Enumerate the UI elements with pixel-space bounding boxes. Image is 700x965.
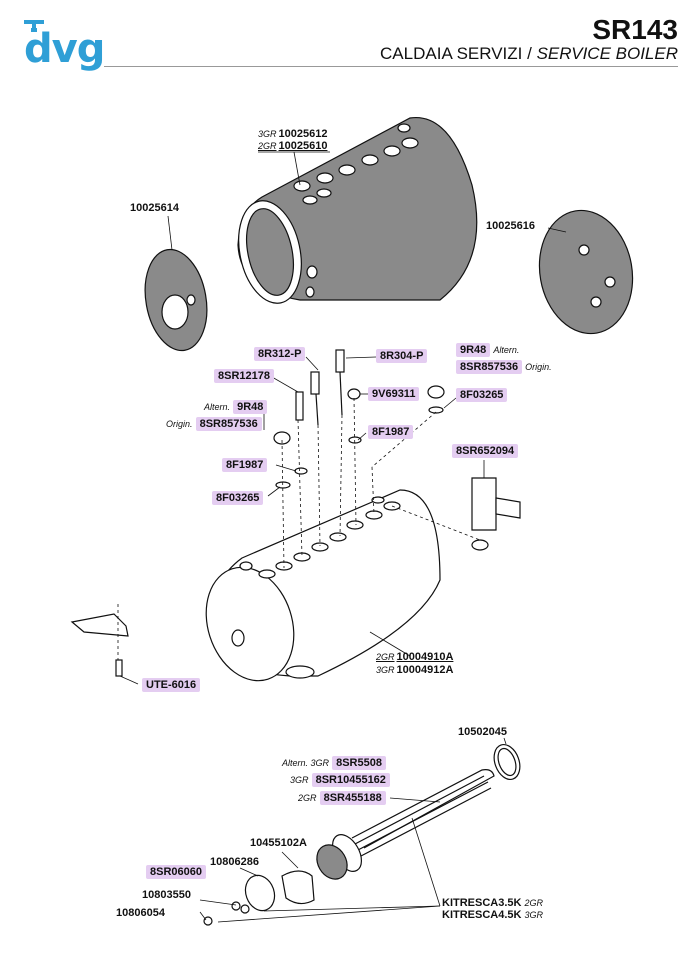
label-prefix: 3GR <box>258 129 277 139</box>
part-note: 2GR <box>298 793 317 803</box>
label-prefix: 2GR <box>258 141 277 151</box>
label-9r48-right: 9R48 Altern. <box>456 343 520 357</box>
part-code: 10025610 <box>278 140 328 152</box>
label-8sr857536-left: Origin. 8SR857536 <box>166 417 262 431</box>
part-code: KITRESCA4.5K <box>442 909 522 921</box>
label-9v69311: 9V69311 <box>368 387 420 401</box>
part-code: 10004910A <box>396 651 454 663</box>
boiler-tank <box>205 489 441 682</box>
part-code: 8SR12178 <box>214 369 274 383</box>
part-code: 10004912A <box>396 664 454 676</box>
part-code: 8SR5508 <box>332 756 386 770</box>
label-8f1987-right: 8F1987 <box>368 425 414 439</box>
part-code: UTE-6016 <box>142 678 201 692</box>
label-10806054: 10806054 <box>116 907 165 919</box>
end-disc-right <box>538 209 634 335</box>
label-8f03265-left: 8F03265 <box>212 491 264 505</box>
label-8r304p: 8R304-P <box>376 349 428 363</box>
fittings <box>70 349 521 677</box>
model-code: SR143 <box>592 14 678 45</box>
part-code: 10025612 <box>278 128 328 140</box>
label-kit-45: KITRESCA4.5K 3GR <box>442 909 543 922</box>
part-note: 3GR <box>524 910 544 920</box>
boiler-shell <box>237 116 478 304</box>
part-code: 8SR06060 <box>146 865 206 879</box>
label-prefix: 3GR <box>376 665 395 675</box>
header-rule <box>104 66 678 67</box>
label-9r48-left: Altern. 9R48 <box>204 400 268 414</box>
part-code: KITRESCA3.5K <box>442 897 522 909</box>
label-8f03265-right: 8F03265 <box>456 388 508 402</box>
part-code: 8SR857536 <box>456 360 523 374</box>
part-note: Altern. 3GR <box>282 758 330 768</box>
part-code: 8F03265 <box>456 388 508 402</box>
part-note: Altern. <box>493 345 520 355</box>
part-code: 8R304-P <box>376 349 428 363</box>
title-separator: / <box>527 44 532 63</box>
heating-element <box>203 743 521 926</box>
label-10502045: 10502045 <box>458 726 507 738</box>
label-8sr06060: 8SR06060 <box>146 865 206 879</box>
end-disc-left <box>144 248 208 352</box>
title-it: CALDAIA SERVIZI <box>380 44 523 63</box>
part-code: 8F03265 <box>212 491 264 505</box>
label-8sr652094: 8SR652094 <box>452 444 519 458</box>
part-code: 9R48 <box>456 343 491 357</box>
label-heater-altern: Altern. 3GR 8SR5508 <box>282 756 386 770</box>
part-code: 8SR857536 <box>195 417 262 431</box>
part-code: 9R48 <box>233 400 268 414</box>
title-en: SERVICE BOILER <box>536 44 678 63</box>
label-kit-35: KITRESCA3.5K 2GR <box>442 897 543 910</box>
label-8sr12178: 8SR12178 <box>214 369 274 383</box>
part-note: 2GR <box>524 898 544 908</box>
leader-lines <box>117 151 567 923</box>
label-heater-2gr: 2GR 8SR455188 <box>298 791 386 805</box>
label-heater-3gr: 3GR 8SR10455162 <box>290 773 390 787</box>
page-title: CALDAIA SERVIZI / SERVICE BOILER <box>380 44 678 64</box>
part-code: 8R312-P <box>254 347 306 361</box>
label-disc-right: 10025616 <box>486 220 535 232</box>
label-prefix: 2GR <box>376 652 395 662</box>
part-code: 8SR652094 <box>452 444 519 458</box>
label-10803550: 10803550 <box>142 889 191 901</box>
part-note: Origin. <box>525 362 552 372</box>
part-note: 3GR <box>290 775 309 785</box>
label-8r312p: 8R312-P <box>254 347 306 361</box>
part-code: 9V69311 <box>368 387 420 401</box>
part-note: Origin. <box>166 419 193 429</box>
label-10455102a: 10455102A <box>250 837 307 849</box>
label-ute6016: UTE-6016 <box>142 678 201 692</box>
label-8sr857536-right: 8SR857536 Origin. <box>456 360 552 374</box>
part-note: Altern. <box>204 402 231 412</box>
brand-wordmark: dvg <box>24 26 105 72</box>
part-code: 8SR455188 <box>319 791 386 805</box>
label-8f1987-left: 8F1987 <box>222 458 268 472</box>
dvg-logo <box>24 20 44 32</box>
label-disc-left: 10025614 <box>130 202 179 214</box>
part-code: 8F1987 <box>368 425 414 439</box>
part-code: 8F1987 <box>222 458 268 472</box>
label-10806286: 10806286 <box>210 856 259 868</box>
part-code: 8SR10455162 <box>311 773 390 787</box>
